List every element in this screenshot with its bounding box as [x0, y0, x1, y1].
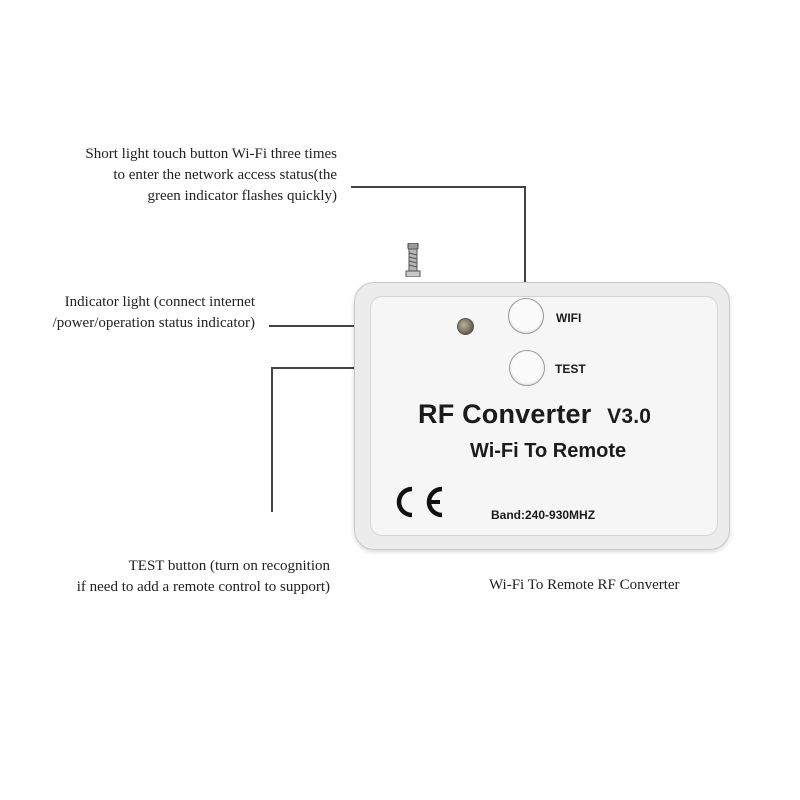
test-button[interactable]	[509, 350, 545, 386]
wifi-button-label: WIFI	[556, 311, 582, 325]
indicator-light-callout: Indicator light (connect internet /power…	[53, 292, 255, 334]
device-title: RF Converter V3.0	[418, 399, 651, 430]
test-button-label: TEST	[555, 362, 586, 376]
indicator-light	[457, 318, 474, 335]
callout-line: green indicator flashes quickly)	[147, 188, 337, 204]
wifi-leader-horizontal	[351, 186, 525, 188]
wifi-button[interactable]	[508, 298, 544, 334]
callout-line: if need to add a remote control to suppo…	[76, 579, 330, 595]
callout-line: TEST button (turn on recognition	[128, 558, 330, 574]
callout-line: to enter the network access status(the	[113, 167, 337, 183]
device-version: V3.0	[607, 405, 652, 428]
wifi-button-callout: Short light touch button Wi-Fi three tim…	[85, 144, 337, 207]
antenna-icon	[405, 243, 421, 277]
figure-caption: Wi-Fi To Remote RF Converter	[489, 577, 680, 593]
test-button-callout: TEST button (turn on recognition if need…	[77, 556, 330, 598]
device-title-text: RF Converter	[418, 399, 592, 429]
callout-line: /power/operation status indicator)	[52, 315, 255, 331]
wifi-leader-vertical	[524, 186, 526, 300]
band-label: Band:240-930MHZ	[491, 508, 596, 522]
callout-line: Indicator light (connect internet	[64, 294, 255, 310]
callout-line: Short light touch button Wi-Fi three tim…	[85, 146, 337, 162]
device-subtitle: Wi-Fi To Remote	[470, 440, 627, 462]
ce-mark-icon: CE	[396, 486, 443, 518]
test-leader-vertical	[271, 367, 273, 512]
